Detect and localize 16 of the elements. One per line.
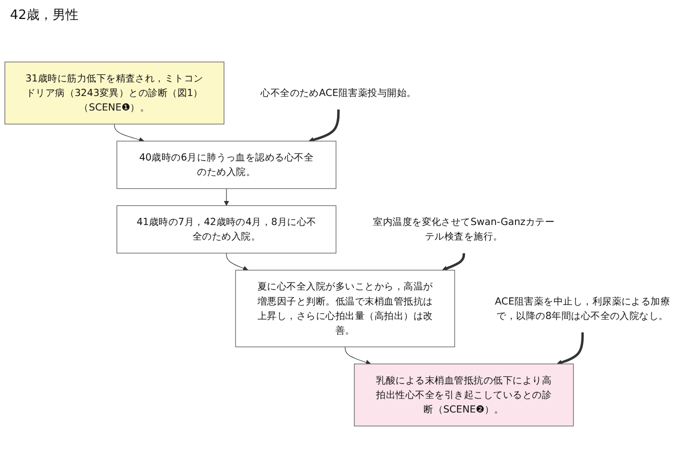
node-text: ACE阻害薬を中止し，利尿薬による加療で，以降の8年間は心不全の入院なし。 bbox=[494, 295, 670, 322]
node-box: 夏に心不全入院が多いことから，高温が増悪因子と判断。低温で末梢血管抵抗は上昇し，さらに心拍出量（高拍出）は改善。 bbox=[235, 270, 456, 348]
node-text: 室内温度を変化させてSwan-Ganzカテーテル検査を施行。 bbox=[373, 216, 555, 242]
node-box: 31歳時に筋力低下を精査され，ミトコンドリア病（3243変異）との診断（図1）（SCENE❶）。 bbox=[4, 62, 224, 124]
arrow bbox=[224, 188, 230, 206]
node-text: 心不全のためACE阻害薬投与開始。 bbox=[260, 86, 416, 99]
arrow bbox=[308, 109, 340, 142]
title: 42歳，男性 bbox=[10, 7, 80, 24]
arrow bbox=[556, 332, 584, 365]
arrow bbox=[344, 346, 371, 365]
node-box: 41歳時の7月，42歳時の4月，8月に心不全のため入院。 bbox=[116, 205, 336, 254]
arrow bbox=[226, 252, 248, 271]
node-box: 40歳時の6月に肺うっ血を認める心不全のため入院。 bbox=[116, 140, 336, 189]
arrow bbox=[442, 253, 466, 271]
arrow bbox=[114, 124, 144, 142]
node-box: 乳酸による末梢血管抵抗の低下により高拍出性心不全を引き起こしているとの診断（SCENE❷）。 bbox=[354, 364, 574, 426]
